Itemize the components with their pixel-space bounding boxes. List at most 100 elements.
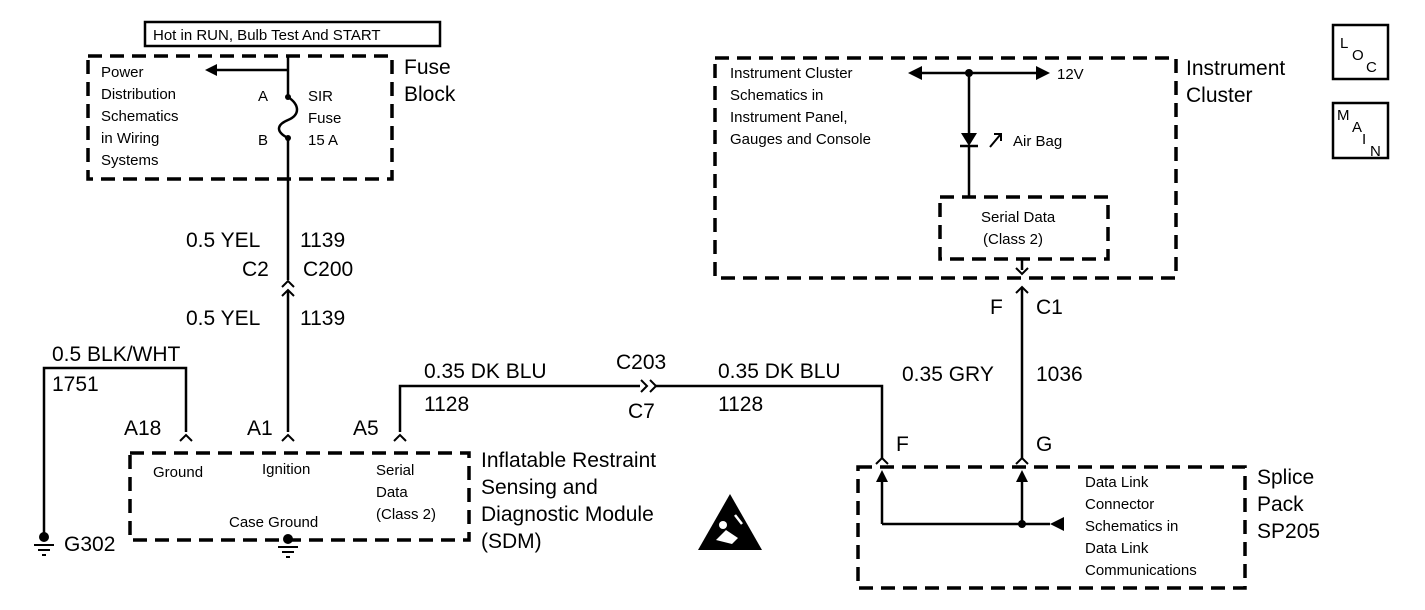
arrow-up-icon — [876, 470, 888, 482]
fuse-ref-2: Distribution — [101, 86, 176, 103]
sp-ref-3: Schematics in — [1085, 518, 1178, 535]
sdm-title-4: (SDM) — [481, 530, 542, 553]
wire-gry-color: 0.35 GRY — [902, 363, 994, 386]
sp-ref-2: Connector — [1085, 496, 1154, 513]
terminal-g-icon — [1015, 456, 1029, 465]
ground-g302-label: G302 — [64, 533, 115, 556]
ground-symbol-icon — [34, 532, 54, 556]
pin-a1: A1 — [247, 417, 273, 440]
pin-a18: A18 — [124, 417, 161, 440]
ic-ref-2: Schematics in — [730, 87, 823, 104]
sp-ref-1: Data Link — [1085, 474, 1149, 491]
main-letter-4: N — [1370, 143, 1381, 160]
ic-title-2: Cluster — [1186, 84, 1253, 107]
loc-letter-2: O — [1352, 47, 1364, 64]
connector-c203-icon — [640, 379, 658, 393]
fuse-block-title-2: Block — [404, 83, 456, 106]
arrow-left-icon — [908, 66, 922, 80]
sp-title-3: SP205 — [1257, 520, 1320, 543]
case-ground-symbol-icon — [278, 534, 298, 558]
terminal-a1-icon — [281, 433, 295, 442]
ic-ref-1: Instrument Cluster — [730, 65, 853, 82]
sp-title-2: Pack — [1257, 493, 1304, 516]
pin-a5: A5 — [353, 417, 379, 440]
fuse-label-3: 15 A — [308, 132, 338, 149]
arrow-left-icon — [1036, 66, 1050, 80]
fuse-pin-a: A — [258, 88, 268, 105]
sp-ref-5: Communications — [1085, 562, 1197, 579]
sp-pin-f: F — [896, 433, 909, 456]
sir-warning-icon — [698, 494, 762, 550]
main-letter-2: A — [1352, 119, 1362, 136]
ic-supply-12v: 12V — [1057, 66, 1084, 83]
wire-ser-color-left: 0.35 DK BLU — [424, 360, 547, 383]
wire-ign-circuit-top: 1139 — [300, 229, 345, 252]
fuse-icon — [277, 95, 299, 140]
fuse-ref-5: Systems — [101, 152, 159, 169]
connector-c1-top-icon — [1015, 267, 1029, 276]
arrow-left-icon — [1050, 517, 1064, 531]
arrow-left-icon — [205, 64, 217, 76]
ic-ref-3: Instrument Panel, — [730, 109, 848, 126]
sp-pin-g: G — [1036, 433, 1052, 456]
splice-pack: Splice Pack SP205 Data Link Connector Sc… — [856, 465, 1320, 590]
sdm-case-ground-label: Case Ground — [229, 514, 318, 531]
arrow-up-icon — [1016, 470, 1028, 482]
sdm-module: Ground Ignition Serial Data (Class 2) Ca… — [128, 449, 656, 558]
ic-pin-f: F — [990, 296, 1003, 319]
sdm-ignition-label: Ignition — [262, 461, 310, 478]
terminal-a5-icon — [393, 433, 407, 442]
connector-c1-bot-icon — [1015, 285, 1029, 294]
sp-title-1: Splice — [1257, 466, 1314, 489]
terminal-f-icon — [875, 456, 889, 465]
conn-c1: C1 — [1036, 296, 1063, 319]
wire-ign-circuit-bot: 1139 — [300, 307, 345, 330]
fuse-ref-1: Power — [101, 64, 144, 81]
sdm-serial-label-1: Serial — [376, 462, 414, 479]
header-label: Hot in RUN, Bulb Test And START — [143, 20, 442, 48]
connector-c200-icon — [281, 279, 295, 297]
wire-ign-color-bot: 0.5 YEL — [186, 307, 260, 330]
conn-c200: C200 — [303, 258, 353, 281]
fuse-block-title-1: Fuse — [404, 56, 451, 79]
fuse-ref-3: Schematics — [101, 108, 179, 125]
sdm-title-2: Sensing and — [481, 476, 598, 499]
wire-ign-color-top: 0.5 YEL — [186, 229, 260, 252]
ic-serial-1: Serial Data — [981, 209, 1056, 226]
sp-ref-4: Data Link — [1085, 540, 1149, 557]
light-emit-icon — [989, 133, 1002, 148]
fuse-pin-b: B — [258, 132, 268, 149]
sdm-serial-label-2: Data — [376, 484, 408, 501]
ic-lamp-label: Air Bag — [1013, 133, 1062, 150]
loc-letter-1: L — [1340, 35, 1348, 52]
ic-title-1: Instrument — [1186, 57, 1285, 80]
wire-ser-circuit-right: 1128 — [718, 393, 763, 416]
ic-ref-4: Gauges and Console — [730, 131, 871, 148]
sdm-ground-label: Ground — [153, 464, 203, 481]
header-text: Hot in RUN, Bulb Test And START — [153, 27, 381, 44]
fuse-label-2: Fuse — [308, 110, 341, 127]
main-letter-1: M — [1337, 107, 1350, 124]
fuse-label-1: SIR — [308, 88, 333, 105]
wire-gry-circuit: 1036 — [1036, 363, 1083, 386]
sdm-title-1: Inflatable Restraint — [481, 449, 656, 472]
sdm-serial-label-3: (Class 2) — [376, 506, 436, 523]
loc-button[interactable]: L O C — [1331, 23, 1390, 81]
conn-c2: C2 — [242, 258, 269, 281]
loc-letter-3: C — [1366, 59, 1377, 76]
wire-ser-color-right: 0.35 DK BLU — [718, 360, 841, 383]
instrument-cluster: Instrument Cluster Instrument Cluster Sc… — [713, 56, 1285, 280]
fuse-block: Fuse Block Power Distribution Schematics… — [86, 54, 456, 181]
main-button[interactable]: M A I N — [1331, 101, 1390, 160]
fuse-ref-4: in Wiring — [101, 130, 159, 147]
sdm-title-3: Diagnostic Module — [481, 503, 654, 526]
terminal-a18-icon — [179, 433, 193, 442]
wire-gnd-circuit: 1751 — [52, 373, 99, 396]
conn-c7: C7 — [628, 400, 655, 423]
main-letter-3: I — [1362, 131, 1366, 148]
conn-c203: C203 — [616, 351, 666, 374]
lamp-icon — [961, 133, 977, 146]
ic-serial-2: (Class 2) — [983, 231, 1043, 248]
wire-gnd-color: 0.5 BLK/WHT — [52, 343, 181, 366]
